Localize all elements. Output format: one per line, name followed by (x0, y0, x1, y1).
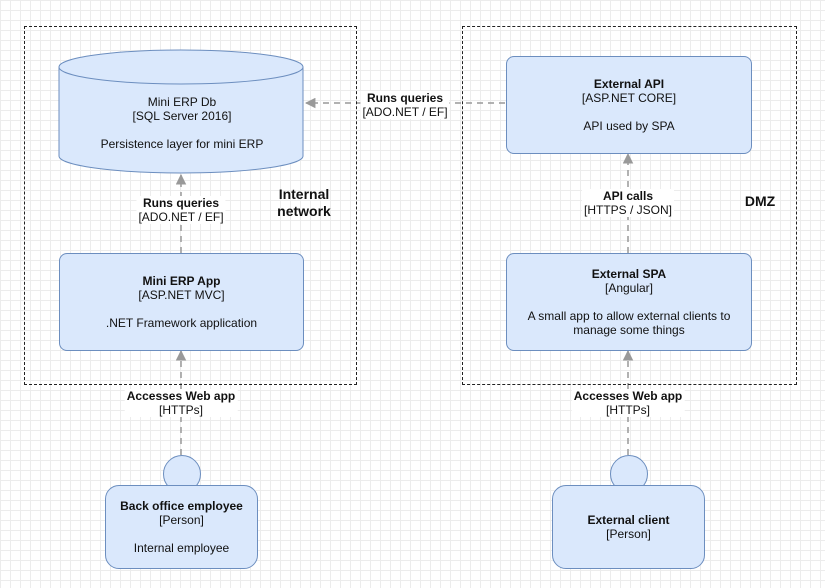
edge-spa-to-api-label: API calls (602, 189, 654, 203)
mini-erp-app-tech: [ASP.NET MVC] (138, 288, 225, 302)
edge-label-app-to-db: Runs queries [ADO.NET / EF] (136, 196, 226, 224)
erp-db-text: Mini ERP Db [SQL Server 2016] Persistenc… (60, 95, 304, 151)
external-spa-box[interactable]: External SPA [Angular] A small app to al… (506, 253, 752, 351)
edge-api-to-db-tech: [ADO.NET / EF] (362, 105, 448, 119)
edge-app-to-db-tech: [ADO.NET / EF] (138, 210, 224, 224)
mini-erp-app-description: .NET Framework application (105, 316, 258, 330)
edge-api-to-db-label: Runs queries (366, 91, 444, 105)
edge-label-api-to-db: Runs queries [ADO.NET / EF] (360, 91, 450, 119)
internal-network-label: Internal network (270, 186, 338, 220)
erp-db-name: Mini ERP Db (147, 95, 217, 109)
edge-label-spa-to-api: API calls [HTTPS / JSON] (581, 189, 675, 217)
edge-label-employee-to-app: Accesses Web app [HTTPs] (124, 389, 238, 417)
external-api-name: External API (593, 77, 665, 91)
external-spa-description-line1: A small app to allow external clients to (527, 309, 731, 323)
dmz-boundary[interactable] (462, 26, 797, 385)
back-office-employee-tech: [Person] (159, 513, 204, 527)
database-cylinder[interactable] (58, 49, 304, 174)
external-api-tech: [ASP.NET CORE] (581, 91, 677, 105)
edge-app-to-db-label: Runs queries (142, 196, 220, 210)
external-api-box[interactable]: External API [ASP.NET CORE] API used by … (506, 56, 752, 154)
edge-client-to-spa-label: Accesses Web app (573, 389, 683, 403)
edge-label-client-to-spa: Accesses Web app [HTTPs] (571, 389, 685, 417)
erp-db-tech: [SQL Server 2016] (132, 109, 232, 123)
mini-erp-app-box[interactable]: Mini ERP App [ASP.NET MVC] .NET Framewor… (59, 253, 304, 351)
external-spa-name: External SPA (591, 267, 667, 281)
back-office-employee-box[interactable]: Back office employee [Person] Internal e… (105, 485, 258, 569)
internal-network-label-line1: Internal (278, 186, 330, 202)
dmz-label: DMZ (744, 193, 776, 209)
external-client-tech: [Person] (606, 527, 651, 541)
edge-client-to-spa-tech: [HTTPs] (606, 403, 650, 417)
external-api-description: API used by SPA (583, 119, 675, 133)
internal-network-boundary[interactable] (24, 26, 357, 385)
edge-spa-to-api-tech: [HTTPS / JSON] (583, 203, 673, 217)
external-spa-description-line2: manage some things (573, 323, 685, 337)
edge-employee-to-app-tech: [HTTPs] (159, 403, 203, 417)
mini-erp-app-name: Mini ERP App (142, 274, 221, 288)
external-client-box[interactable]: External client [Person] (552, 485, 705, 569)
external-client-name: External client (587, 513, 670, 527)
erp-db-description: Persistence layer for mini ERP (100, 137, 264, 151)
back-office-employee-description: Internal employee (133, 541, 230, 555)
back-office-employee-name: Back office employee (120, 499, 243, 513)
edge-employee-to-app-label: Accesses Web app (126, 389, 236, 403)
external-spa-tech: [Angular] (604, 281, 654, 295)
internal-network-label-line2: network (277, 203, 331, 219)
